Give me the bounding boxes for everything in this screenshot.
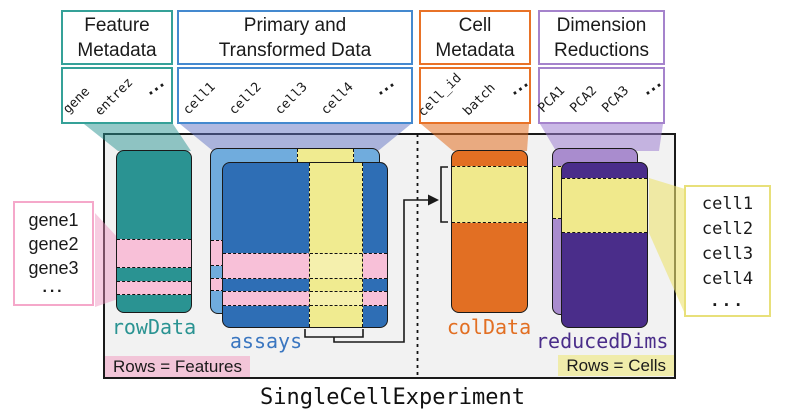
ellipsis: ··· [507,75,535,103]
rowdata-highlight-stripe [117,239,191,268]
gene-name: gene2 [28,234,79,254]
assay-matrix-front [222,162,388,328]
stripe-column-intersection [310,253,362,279]
field-label: PCA1 [535,83,569,116]
coldata-label: colData [446,315,532,339]
assay-front-column [309,163,363,327]
rowdata-label: rowData [111,315,197,339]
rows-cells-tag: Rows = Cells [558,355,674,376]
reduceddims-label: reducedDims [536,329,669,353]
cell-name: cell2 [701,219,754,239]
dimension-reductions-fields-box: PCA1 PCA2 PCA3 ··· [535,67,668,124]
field-label: cell3 [272,79,311,118]
cell-name: cell4 [701,269,754,289]
cell-metadata-title-box: Cell Metadata [419,10,531,65]
title-line: Metadata [77,39,157,61]
title-line: Primary and [243,14,347,36]
primary-data-title-box: Primary and Transformed Data [177,10,413,65]
dimension-reductions-title-box: Dimension Reductions [538,10,665,65]
field-label: cell4 [318,79,357,118]
stripe-column-intersection [310,291,362,306]
field-label: PCA3 [599,83,633,116]
title-line: Transformed Data [218,39,372,61]
field-label: cell_id [415,70,465,120]
ellipsis: ··· [143,75,171,103]
feature-metadata-fields-box: gene entrez ··· [60,67,173,124]
primary-data-fields-box: cell1 cell2 cell3 cell4 ··· [177,67,413,124]
field-label: batch [460,80,499,119]
assays-label: assays [229,329,303,353]
feature-metadata-title-box: Feature Metadata [61,10,173,65]
field-label: entrez [92,75,137,119]
title-line: Metadata [435,39,515,61]
reduceddims-matrix-front [561,162,648,328]
title-line: Dimension [556,14,647,36]
title-line: Feature [84,14,150,36]
rowdata-matrix [116,150,192,313]
field-label: cell1 [180,79,219,118]
gene-names-box: gene1 gene2 gene3 ··· [13,201,94,306]
ellipsis: ··· [373,75,401,103]
rowdata-highlight-stripe [117,281,191,295]
field-label: gene [60,84,94,117]
cell-names-box: cell1 cell2 cell3 cell4 ··· [684,185,771,317]
field-label: cell2 [226,79,265,118]
cell-metadata-fields-box: cell_id batch ··· [415,67,534,124]
cell-name: cell1 [701,194,754,214]
coldata-matrix [451,150,528,313]
diagram-title: SingleCellExperiment [260,385,525,410]
cell-name: cell3 [701,244,754,264]
coldata-highlight-band [452,166,527,223]
title-line: Reductions [553,39,650,61]
field-label: PCA2 [567,83,601,116]
reduceddims-front-band [562,178,647,233]
ellipsis: ··· [710,295,745,314]
gene-name: gene1 [28,210,79,230]
rows-features-tag: Rows = Features [105,356,250,377]
title-line: Cell [458,14,492,36]
ellipsis: ··· [640,75,668,103]
gene-name: gene3 [28,258,79,278]
ellipsis: ··· [42,283,65,300]
